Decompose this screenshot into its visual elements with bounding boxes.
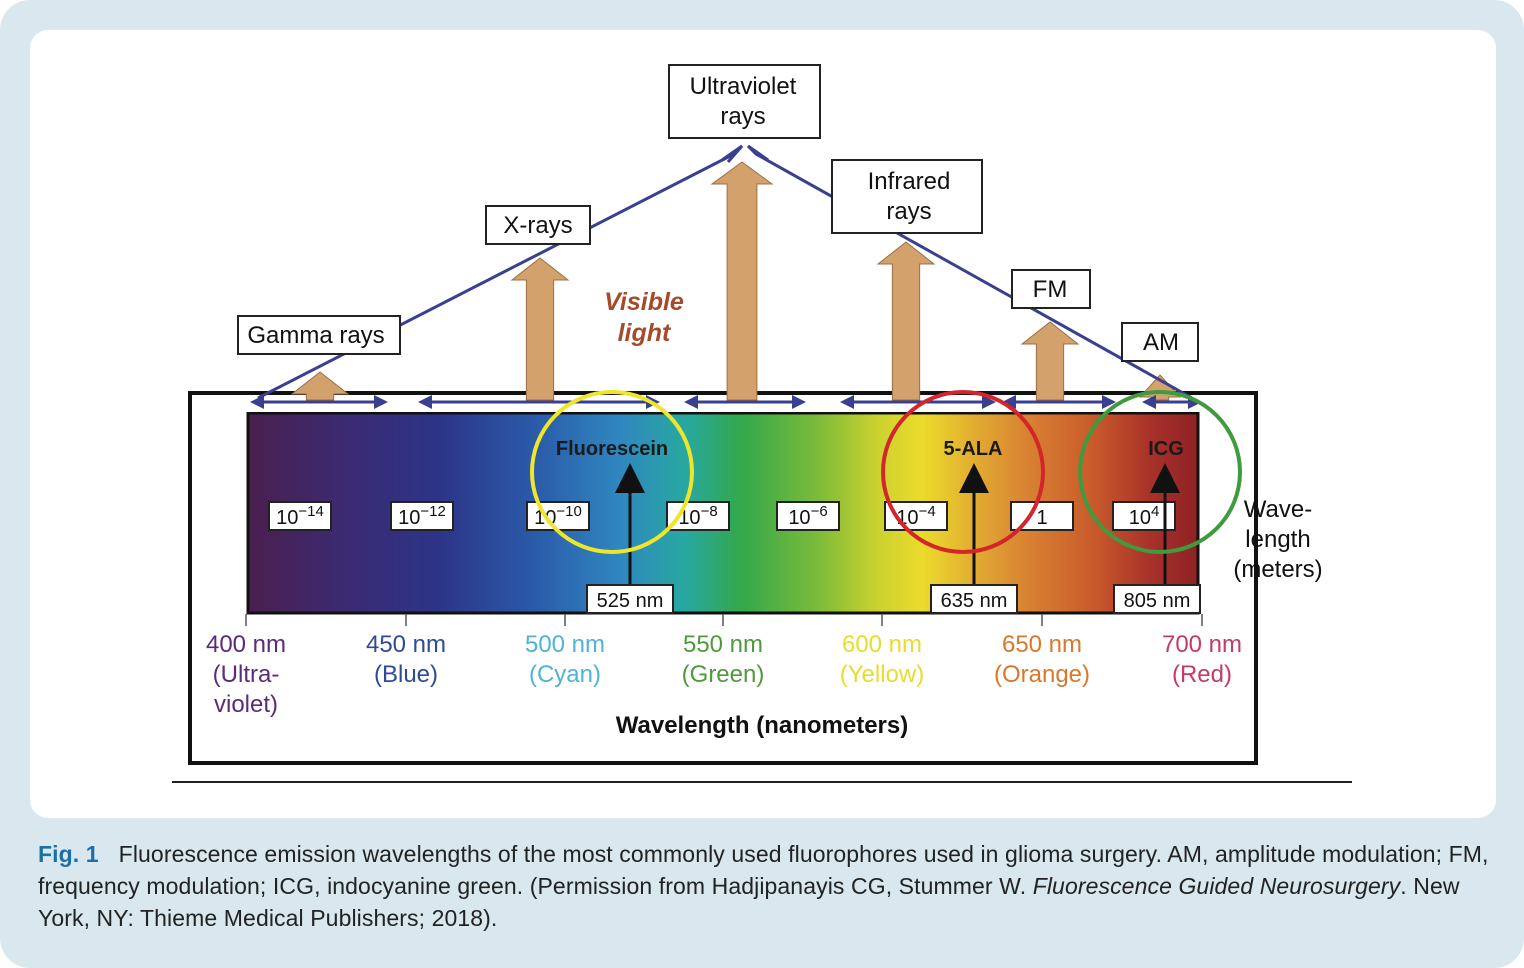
visible-light-line1: Visible xyxy=(604,288,684,316)
nm-value: 400 nm xyxy=(206,631,286,658)
meter-tick-3: 10−8 xyxy=(666,501,730,531)
ala-circle xyxy=(881,390,1045,554)
meter-tick-label: 1 xyxy=(1036,507,1047,529)
nm-color-name: (Blue) xyxy=(374,661,438,688)
apex-arrowhead-right xyxy=(746,144,769,162)
meter-axis-label-1: Wave- xyxy=(1244,496,1312,523)
icg-wavelength: 805 nm xyxy=(1124,590,1191,612)
am-text: AM xyxy=(1143,329,1179,356)
meter-axis-label-3: (meters) xyxy=(1233,556,1322,583)
nm-tick-4: 600 nm (Yellow) xyxy=(840,614,924,688)
icg-marker: 805 nm ICG xyxy=(1113,438,1201,614)
meter-tick-label: 10−14 xyxy=(276,503,324,529)
nm-value: 600 nm xyxy=(842,631,922,658)
meter-tick-0: 10−14 xyxy=(268,501,332,531)
caption-book-title: Fluorescence Guided Neurosurgery xyxy=(1032,873,1401,899)
range-arrow-2 xyxy=(684,395,806,409)
up-arrow-3 xyxy=(876,241,936,401)
up-arrow-0 xyxy=(290,371,350,401)
nm-value: 450 nm xyxy=(366,631,446,658)
icg-circle xyxy=(1078,390,1242,554)
fluorescein-label: Fluorescein xyxy=(556,438,668,460)
right-spectrum-line xyxy=(755,152,1193,400)
nm-color-name: (Green) xyxy=(682,661,765,688)
infrared-rays-text: rays xyxy=(886,198,931,225)
fm-text: FM xyxy=(1033,276,1068,303)
visible-light-line2: light xyxy=(618,319,672,347)
up-arrow-2 xyxy=(710,161,774,401)
ala-label: 5-ALA xyxy=(944,438,1003,460)
fluorescein-wavelength: 525 nm xyxy=(597,590,664,612)
fluorescein-circle xyxy=(530,390,694,554)
range-arrow-0 xyxy=(250,395,388,409)
nm-value: 650 nm xyxy=(1002,631,1082,658)
ultraviolet-rays-text: rays xyxy=(720,103,765,130)
label-infrared-rays: Infrared rays xyxy=(831,159,983,234)
nm-axis-label: Wavelength (nanometers) xyxy=(616,712,909,739)
caption-fig-label: Fig. 1 xyxy=(38,841,99,867)
diagram-outer-box xyxy=(188,391,1258,765)
left-spectrum-line xyxy=(257,152,735,400)
range-arrow-3 xyxy=(840,395,996,409)
ala-wavelength: 635 nm xyxy=(941,590,1008,612)
nm-color-name: (Orange) xyxy=(994,661,1090,688)
meter-tick-label: 10−4 xyxy=(896,503,935,529)
nm-tick-1: 450 nm (Blue) xyxy=(366,614,446,688)
nm-value: 550 nm xyxy=(683,631,763,658)
nm-tick-3: 550 nm (Green) xyxy=(682,614,765,688)
meter-tick-label: 10−6 xyxy=(788,503,827,529)
label-x-rays: X-rays xyxy=(485,205,591,245)
nm-color-name: (Cyan) xyxy=(529,661,601,688)
meter-tick-1: 10−12 xyxy=(390,501,454,531)
nm-tick-2: 500 nm (Cyan) xyxy=(525,614,605,688)
nm-tick-5: 650 nm (Orange) xyxy=(994,614,1090,688)
label-am: AM xyxy=(1121,322,1199,362)
meter-tick-label: 10−8 xyxy=(678,503,717,529)
meter-tick-2: 10−10 xyxy=(526,501,590,531)
apex-arrowhead-left xyxy=(721,144,744,163)
label-gamma-rays: Gamma rays xyxy=(237,315,401,355)
label-fm: FM xyxy=(1011,269,1091,309)
nm-value: 500 nm xyxy=(525,631,605,658)
icg-label: ICG xyxy=(1148,438,1184,460)
nm-tick-0: 400 nm (Ultra-violet) xyxy=(206,614,286,718)
label-ultraviolet-rays: Ultraviolet rays xyxy=(668,64,821,139)
infrared-text: Infrared xyxy=(868,168,951,195)
up-arrow-4 xyxy=(1020,321,1080,401)
fluorescein-marker: 525 nm Fluorescein xyxy=(556,438,674,614)
gamma-rays-text: Gamma rays xyxy=(247,322,384,349)
meter-tick-label: 104 xyxy=(1129,503,1160,529)
meter-tick-4: 10−6 xyxy=(776,501,840,531)
x-rays-text: X-rays xyxy=(503,212,572,239)
up-arrow-1 xyxy=(510,257,570,401)
range-arrow-4 xyxy=(1002,395,1116,409)
nm-color-name: (Red) xyxy=(1172,661,1232,688)
meter-tick-label: 10−12 xyxy=(398,503,446,529)
nm-tick-6: 700 nm (Red) xyxy=(1162,614,1242,688)
ultraviolet-text: Ultraviolet xyxy=(690,73,797,100)
nm-color-name: (Ultra- xyxy=(213,661,280,688)
nm-color-name: (Yellow) xyxy=(840,661,924,688)
nm-color-name: violet) xyxy=(214,691,278,718)
caption-text-2: . New York, NY: Thieme Medical Publisher… xyxy=(38,873,1460,931)
meter-axis-label-2: length xyxy=(1245,526,1310,553)
caption-text-1: Fluorescence emission wavelengths of the… xyxy=(38,841,1489,899)
nm-value: 700 nm xyxy=(1162,631,1242,658)
ala-marker: 635 nm 5-ALA xyxy=(930,438,1018,614)
